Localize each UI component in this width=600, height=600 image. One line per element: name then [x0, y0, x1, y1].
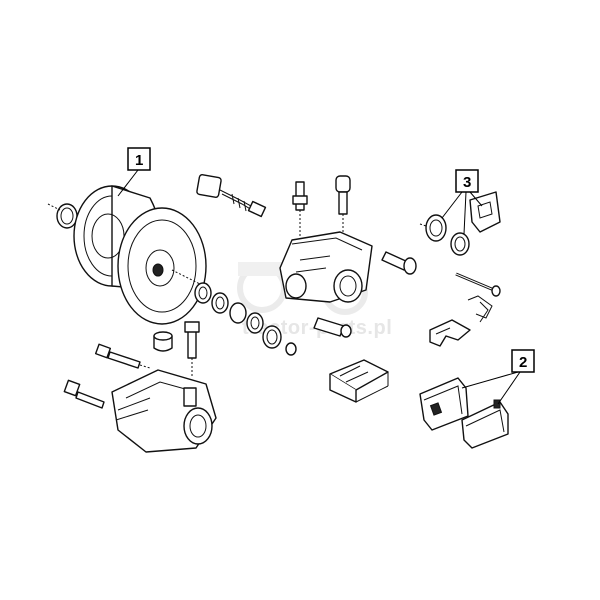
callout-1: 1 [117, 147, 151, 197]
bleed-screw [184, 321, 200, 378]
spring-clip [467, 295, 493, 323]
callout-2-label: 2 [519, 354, 527, 371]
brake-pads [419, 377, 509, 449]
caliper-bolt-lower [63, 379, 105, 409]
callout-3-label: 3 [463, 174, 471, 191]
pad-spring-bracket [329, 359, 389, 403]
callout-2: 2 [461, 349, 535, 405]
brake-caliper-left [111, 369, 217, 453]
wear-sensor [196, 174, 267, 218]
callout-1-label: 1 [135, 152, 143, 169]
caliper-bolt-upper [94, 343, 151, 369]
callout-3: 3 [441, 169, 483, 235]
brake-caliper-center [279, 175, 417, 338]
retaining-pin [455, 272, 501, 297]
dust-cap [153, 331, 173, 352]
anti-rattle-spring [429, 319, 471, 347]
seal-kit-row [194, 282, 297, 356]
seal-and-plate-set [419, 191, 501, 256]
brake-disc-assembly [47, 185, 207, 325]
